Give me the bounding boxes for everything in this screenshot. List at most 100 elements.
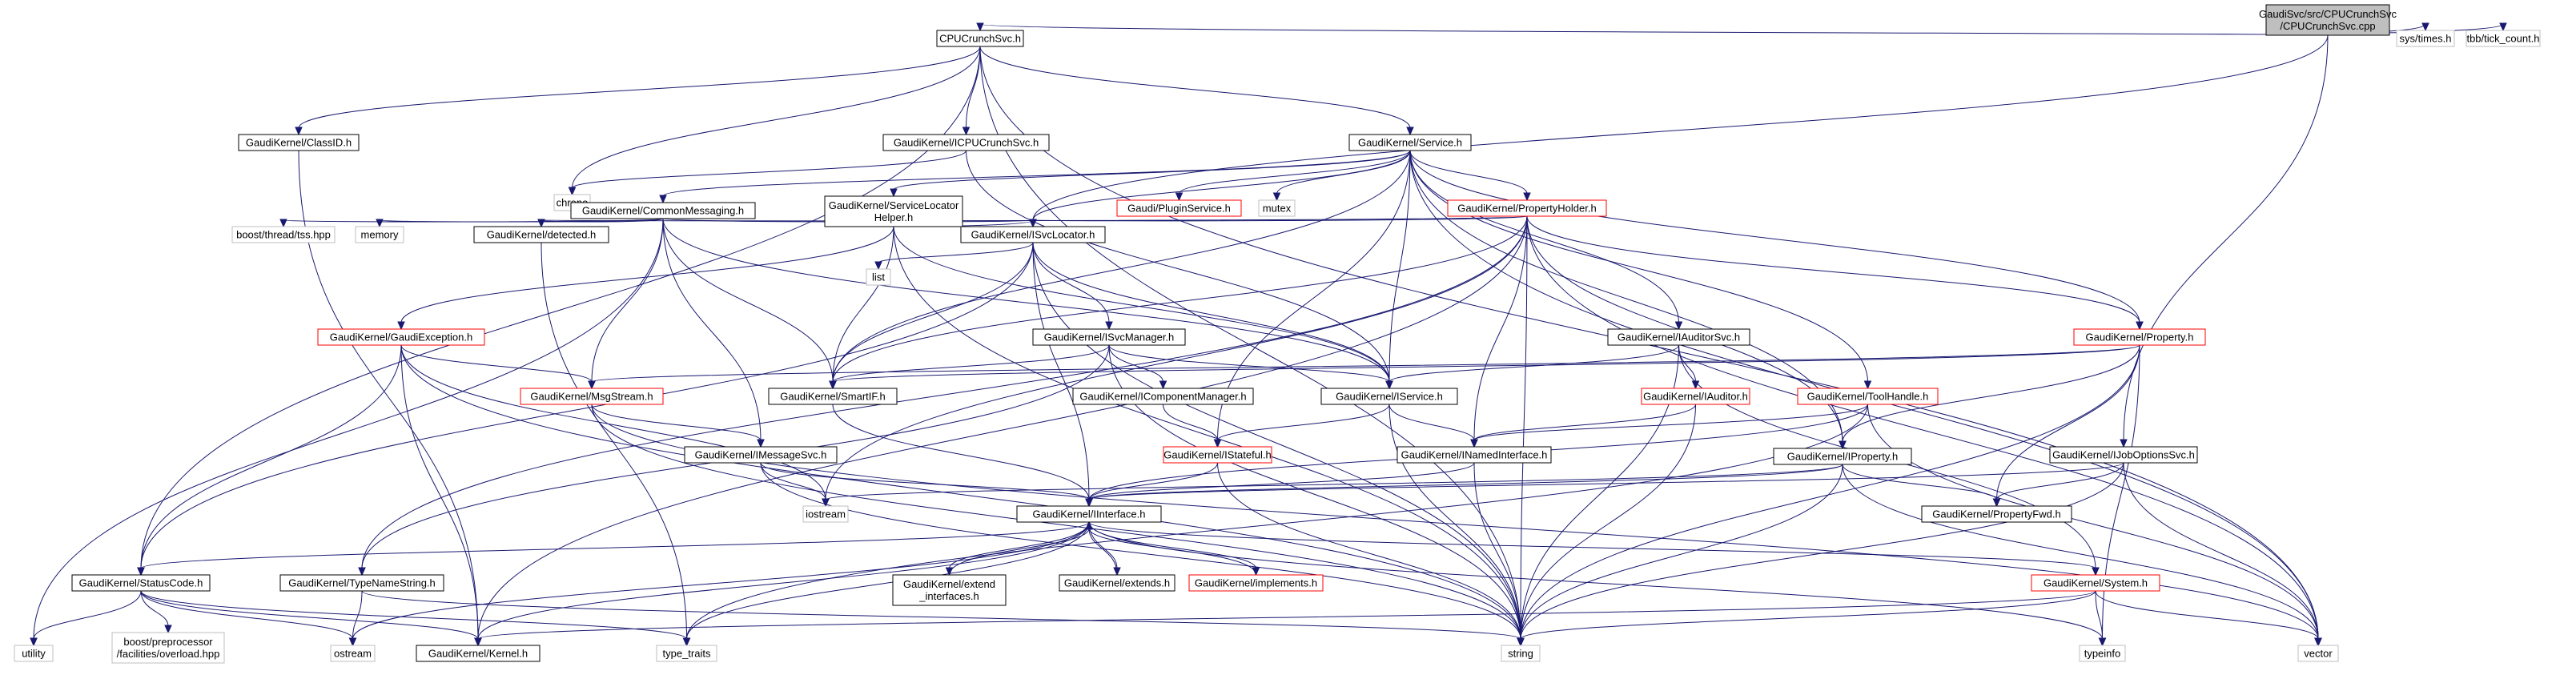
edge-line — [893, 150, 1411, 191]
node-label: boost/preprocessor — [123, 636, 213, 648]
node-label: GaudiKernel/IAuditor.h — [1643, 391, 1748, 403]
edge-line — [893, 226, 1521, 640]
node-toolhandle[interactable]: GaudiKernel/ToolHandle.h — [1797, 388, 1939, 405]
node-iservice[interactable]: GaudiKernel/IService.h — [1320, 388, 1458, 405]
node-box — [656, 645, 717, 662]
node-icpucrunch[interactable]: GaudiKernel/ICPUCrunchSvc.h — [882, 134, 1050, 151]
node-cpucrunchsvc_h[interactable]: CPUCrunchSvc.h — [936, 30, 1024, 47]
node-propfwd[interactable]: GaudiKernel/PropertyFwd.h — [1921, 505, 2072, 523]
edge-ijobopts-to-vector — [2123, 462, 2322, 647]
edge-property-to-smartif — [829, 344, 2140, 390]
node-smartif[interactable]: GaudiKernel/SmartIF.h — [768, 388, 898, 405]
edge-line — [1842, 464, 1997, 500]
edge-arrowhead — [1470, 439, 1478, 448]
node-istateful[interactable]: GaudiKernel/IStateful.h — [1163, 446, 1272, 464]
edge-line — [760, 462, 1090, 500]
edge-line — [379, 218, 664, 223]
edge-line — [1088, 462, 2124, 500]
node-ijobopts[interactable]: GaudiKernel/IJobOptionsSvc.h — [2049, 446, 2198, 464]
node-label: GaudiKernel/TypeNameString.h — [288, 577, 436, 589]
edge-arrowhead — [1839, 440, 1847, 450]
edge-ijobopts-to-string — [1517, 462, 2124, 647]
edge-arrowhead — [588, 380, 596, 390]
edge-arrowhead — [829, 380, 837, 390]
edge-arrowhead — [1105, 321, 1113, 331]
node-label: boost/thread/tss.hpp — [236, 229, 331, 241]
node-propholder[interactable]: GaudiKernel/PropertyHolder.h — [1447, 199, 1607, 217]
node-service[interactable]: GaudiKernel/Service.h — [1348, 134, 1472, 151]
edge-propholder-to-vector — [1526, 215, 2322, 647]
edge-line — [1520, 344, 2140, 640]
node-iauditor[interactable]: GaudiKernel/IAuditor.h — [1641, 388, 1750, 405]
node-commonmsg[interactable]: GaudiKernel/CommonMessaging.h — [570, 202, 756, 219]
node-msgstream[interactable]: GaudiKernel/MsgStream.h — [520, 388, 664, 405]
edge-line — [400, 344, 1521, 640]
node-label: GaudiKernel/extend — [903, 578, 995, 590]
node-label: iostream — [806, 508, 846, 520]
edge-line — [140, 521, 1090, 569]
node-icompmgr[interactable]: GaudiKernel/IComponentManager.h — [1072, 388, 1254, 405]
edge-icpucrunch-to-chrono — [568, 150, 967, 196]
node-implements[interactable]: GaudiKernel/implements.h — [1188, 574, 1324, 592]
node-imessagesvc[interactable]: GaudiKernel/IMessageSvc.h — [684, 446, 838, 464]
edge-line — [591, 344, 2140, 383]
node-label: GaudiKernel/IProperty.h — [1787, 451, 1899, 463]
node-ostream: ostream — [330, 645, 376, 662]
edge-line — [832, 226, 894, 383]
edge-line — [1996, 462, 2124, 500]
edge-toolhandle-to-vector — [1867, 404, 2322, 647]
edge-svclochelper-to-gaudiexc — [397, 226, 894, 331]
node-statuscode[interactable]: GaudiKernel/StatusCode.h — [71, 574, 211, 592]
edge-arrowhead — [962, 127, 971, 136]
node-isvclocator[interactable]: GaudiKernel/ISvcLocator.h — [960, 226, 1106, 243]
node-detected[interactable]: GaudiKernel/detected.h — [473, 226, 609, 243]
edge-line — [1032, 242, 1090, 500]
edge-line — [477, 590, 2096, 640]
node-inamedif[interactable]: GaudiKernel/INamedInterface.h — [1397, 446, 1552, 464]
node-kernel[interactable]: GaudiKernel/Kernel.h — [416, 645, 541, 662]
edge-gaudiexc-to-kernel — [400, 344, 482, 647]
node-iauditorsvc[interactable]: GaudiKernel/IAuditorSvc.h — [1607, 328, 1750, 346]
node-system[interactable]: GaudiKernel/System.h — [2031, 574, 2160, 592]
edge-line — [1520, 215, 1528, 640]
edge-iproperty-to-iostream — [822, 464, 1843, 508]
node-gaudiexc[interactable]: GaudiKernel/GaudiException.h — [317, 328, 485, 346]
node-box — [2073, 328, 2206, 346]
node-iinterface[interactable]: GaudiKernel/IInterface.h — [1016, 505, 1162, 523]
edge-arrowhead — [397, 321, 405, 331]
edge-typenamestr-to-ostream — [348, 590, 363, 647]
node-label: GaudiKernel/ServiceLocator — [829, 199, 959, 211]
edge-line — [1409, 150, 1843, 443]
edge-line — [1409, 150, 1679, 323]
edge-line — [1409, 150, 1868, 383]
node-typetraits: type_traits — [656, 645, 717, 662]
node-pluginsvc[interactable]: Gaudi/PluginService.h — [1116, 199, 1242, 217]
node-label: vector — [2304, 648, 2333, 660]
edge-line — [400, 226, 894, 323]
edge-line — [1520, 590, 2096, 640]
edge-line — [1108, 344, 1163, 383]
edge-arrowhead — [1159, 380, 1167, 390]
edge-detected-to-typetraits — [541, 242, 691, 647]
node-utility: utility — [14, 645, 54, 662]
edge-service-to-svclochelper — [890, 150, 1411, 198]
node-extifaces[interactable]: GaudiKernel/extend_interfaces.h — [892, 574, 1007, 606]
edge-line — [1088, 462, 1218, 500]
edge-arrowhead — [348, 637, 357, 647]
edge-line — [1842, 464, 2319, 640]
node-property[interactable]: GaudiKernel/Property.h — [2073, 328, 2206, 346]
node-string: string — [1501, 645, 1541, 662]
node-iproperty[interactable]: GaudiKernel/IProperty.h — [1773, 448, 1912, 465]
node-typenamestr[interactable]: GaudiKernel/TypeNameString.h — [279, 574, 444, 592]
edge-line — [352, 590, 363, 640]
edge-arrowhead — [2499, 22, 2507, 32]
edge-line — [2123, 462, 2319, 640]
node-label: GaudiKernel/IService.h — [1336, 391, 1443, 403]
node-box — [1397, 446, 1552, 464]
node-classid[interactable]: GaudiKernel/ClassID.h — [238, 134, 360, 151]
edge-line — [1473, 215, 1528, 441]
node-isvcmanager[interactable]: GaudiKernel/ISvcManager.h — [1032, 328, 1186, 346]
node-box — [2396, 30, 2455, 47]
node-extends[interactable]: GaudiKernel/extends.h — [1059, 574, 1175, 592]
